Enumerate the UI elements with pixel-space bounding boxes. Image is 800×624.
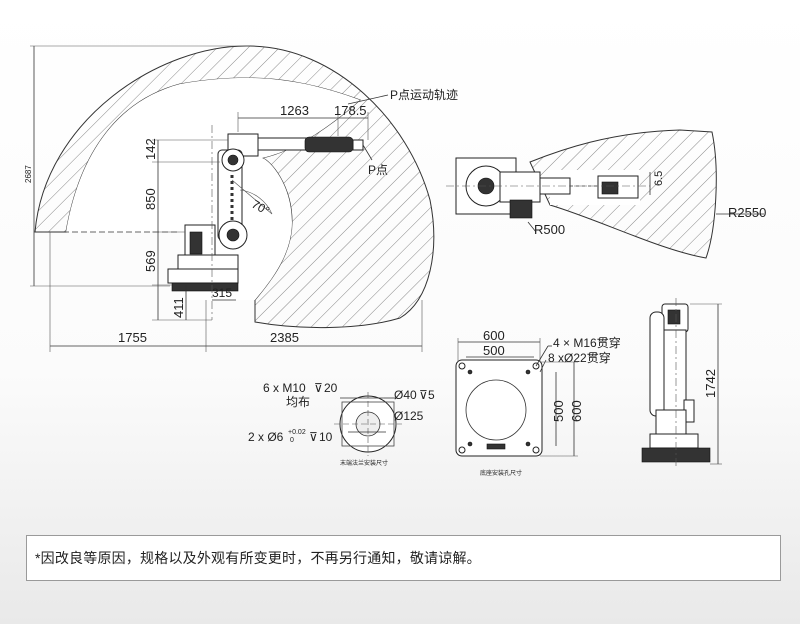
flange-line1-depth: 20 [324, 381, 338, 395]
front-height-1742: 1742 [703, 369, 718, 398]
flange-line1: 6 x M10 [263, 381, 306, 395]
dim-2385: 2385 [270, 330, 299, 345]
base-holes-d22: 8 xØ22贯穿 [548, 350, 611, 365]
dim-6-5: 6.5 [653, 171, 665, 186]
side-view: P点 P点运动轨迹 1263 178.5 142 850 569 411 315 [24, 45, 458, 352]
dim-569: 569 [143, 250, 158, 272]
dim-2687: 2687 [24, 165, 33, 183]
base-height-500: 500 [551, 400, 566, 422]
base-caption: 底座安装孔尺寸 [480, 469, 522, 477]
disclaimer-text: *因改良等原因，规格以及外观有所变更时，不再另行通知，敬请谅解。 [35, 550, 481, 566]
flange-line3-depth: 10 [319, 430, 333, 444]
flange-tol-lower: 0 [290, 437, 294, 444]
dim-142: 142 [143, 138, 158, 160]
flange-caption: 末端法兰安装尺寸 [340, 459, 388, 467]
p-point-label: P点 [368, 163, 388, 177]
flange-line3: 2 x Ø6 [248, 430, 284, 444]
flange-tol-upper: +0.02 [288, 429, 306, 436]
top-view: 6.5 R500 R2550 [446, 129, 766, 259]
base-width-500: 500 [483, 343, 505, 358]
flange-depth-symbol: ⊽ [314, 381, 323, 395]
flange-dia40-depth: 5 [428, 388, 435, 402]
base-width-600: 600 [483, 328, 505, 343]
front-view: 1742 [641, 298, 722, 468]
flange-view: 6 x M10 ⊽ 20 均布 2 x Ø6 +0.02 0 ⊽ 10 Ø40 … [248, 381, 435, 467]
disclaimer-box: *因改良等原因，规格以及外观有所变更时，不再另行通知，敬请谅解。 [26, 535, 781, 581]
dim-315: 315 [212, 286, 232, 300]
dim-178-5: 178.5 [334, 103, 367, 118]
flange-dia125: Ø125 [394, 409, 424, 423]
radius-r2550: R2550 [728, 205, 766, 220]
flange-depth-symbol-3: ⊽ [419, 388, 428, 402]
flange-depth-symbol-2: ⊽ [309, 430, 318, 444]
base-holes-m16: 4 × M16贯穿 [553, 335, 621, 350]
base-height-600: 600 [569, 400, 584, 422]
flange-dia40: Ø40 [394, 388, 417, 402]
dim-1755: 1755 [118, 330, 147, 345]
trajectory-label: P点运动轨迹 [390, 88, 458, 102]
dim-1263: 1263 [280, 103, 309, 118]
base-view: 600 500 4 × M16贯穿 8 xØ22贯穿 500 600 底座安装孔… [455, 328, 621, 477]
dim-411: 411 [171, 297, 186, 318]
flange-line2: 均布 [286, 395, 310, 409]
technical-drawing: P点 P点运动轨迹 1263 178.5 142 850 569 411 315 [24, 45, 766, 477]
dim-850: 850 [143, 188, 158, 210]
radius-r500: R500 [534, 222, 565, 237]
